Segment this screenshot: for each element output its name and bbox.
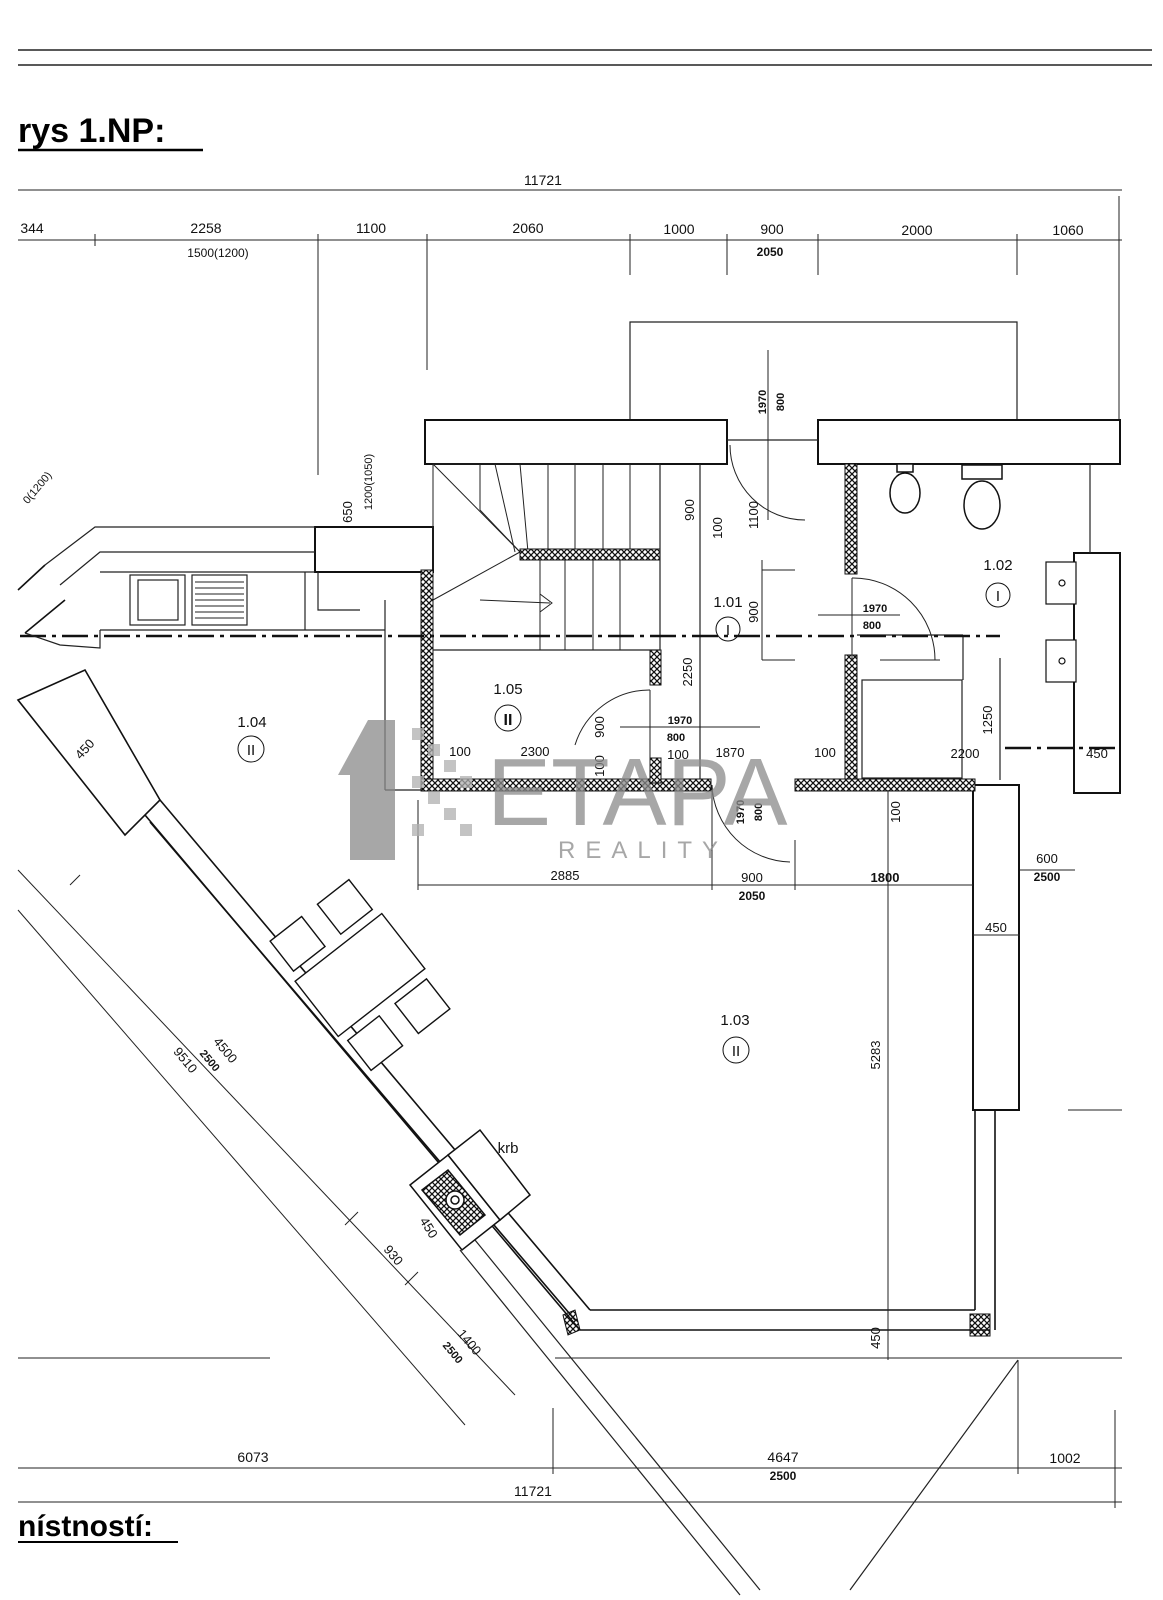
top-dim-8: 1060 (1052, 222, 1083, 238)
fireplace (408, 1128, 532, 1252)
bottom-total-dim: 11721 (514, 1483, 552, 1499)
page-title: rys 1.NP: (18, 112, 165, 150)
sink-grille (195, 581, 244, 619)
top-total-dim: 11721 (524, 172, 562, 188)
diagonal-dims (17, 869, 516, 1426)
door-swings (574, 350, 940, 863)
top-dim-3: 1100 (356, 220, 386, 236)
svg-text:650: 650 (340, 501, 355, 523)
svg-text:9510: 9510 (170, 1044, 200, 1076)
room-1-05: 1.05 II (493, 681, 523, 732)
room-1-01: 1.01 I (713, 594, 743, 642)
top-dim-6: 900 (760, 221, 784, 237)
svg-text:900: 900 (741, 870, 763, 885)
svg-text:900: 900 (592, 716, 607, 738)
svg-text:800: 800 (775, 393, 787, 411)
bottom-dimension-chain (18, 1360, 1122, 1508)
svg-text:1.03: 1.03 (720, 1012, 749, 1029)
svg-text:900: 900 (746, 601, 761, 623)
svg-text:900: 900 (682, 499, 697, 521)
svg-text:2200: 2200 (951, 746, 980, 761)
svg-text:0(1200): 0(1200) (21, 470, 55, 507)
bottom-diagonal-edge (459, 1239, 1019, 1596)
bottom-dim-1: 6073 (237, 1449, 268, 1465)
top-dim-5: 1000 (663, 221, 694, 237)
dimension-labels: 650 1200(1050) 0(1200) 1970 800 1970 800… (21, 390, 1108, 1367)
room-1-02: 1.02 I (983, 557, 1013, 608)
svg-text:1970: 1970 (668, 715, 692, 727)
svg-text:100: 100 (814, 745, 836, 760)
svg-text:2885: 2885 (551, 868, 580, 883)
svg-text:800: 800 (753, 803, 765, 821)
footer-heading: nístností: (18, 1510, 153, 1543)
svg-text:600: 600 (1036, 851, 1058, 866)
svg-text:2500: 2500 (440, 1340, 465, 1366)
top-dim-7: 2000 (901, 222, 932, 238)
svg-text:450: 450 (985, 920, 1007, 935)
svg-text:100: 100 (449, 744, 471, 759)
svg-text:2250: 2250 (680, 658, 695, 687)
svg-text:1200(1050): 1200(1050) (363, 454, 375, 510)
svg-text:1870: 1870 (716, 745, 745, 760)
svg-text:I: I (726, 622, 730, 639)
svg-text:II: II (732, 1043, 740, 1060)
room-1-04: 1.04 II (237, 714, 267, 763)
exterior-walls (314, 419, 1121, 1111)
bottom-sub-dim: 2500 (770, 1469, 797, 1483)
svg-text:2300: 2300 (521, 744, 550, 759)
svg-text:1.04: 1.04 (237, 714, 266, 731)
svg-text:1250: 1250 (980, 706, 995, 735)
inner-dims (18, 790, 1122, 1360)
watermark-brand: ETAPA (487, 739, 788, 846)
svg-text:II: II (247, 742, 255, 759)
top-sub-dim-left: 1500(1200) (187, 246, 248, 260)
dining-table (269, 878, 451, 1072)
watermark-logo: ETAPA REALITY (338, 720, 788, 864)
toilet-1 (889, 463, 921, 514)
watermark-sub: REALITY (558, 837, 728, 864)
section-line (20, 634, 1120, 750)
toilet-2 (961, 464, 1003, 530)
fireplace-label: krb (498, 1140, 519, 1157)
svg-text:5283: 5283 (868, 1041, 883, 1070)
svg-text:1970: 1970 (757, 390, 769, 414)
top-dim-1: 344 (20, 220, 44, 236)
sink-1 (1045, 561, 1077, 605)
top-dimension-chain (18, 189, 1122, 475)
svg-text:1.05: 1.05 (493, 681, 522, 698)
svg-text:450: 450 (868, 1327, 883, 1349)
top-dim-4: 2060 (512, 220, 543, 236)
top-dim-2: 2258 (190, 220, 221, 236)
svg-text:1800: 1800 (871, 870, 900, 885)
svg-text:100: 100 (888, 801, 903, 823)
svg-text:1970: 1970 (735, 800, 747, 824)
svg-text:1.02: 1.02 (983, 557, 1012, 574)
svg-text:I: I (996, 588, 1000, 605)
svg-text:100: 100 (710, 517, 725, 539)
svg-text:2500: 2500 (1034, 870, 1061, 884)
svg-text:450: 450 (1086, 746, 1108, 761)
svg-text:2050: 2050 (739, 889, 766, 903)
porch-outline (629, 321, 1018, 420)
svg-text:800: 800 (667, 732, 685, 744)
svg-text:100: 100 (592, 755, 607, 777)
svg-text:1.01: 1.01 (713, 594, 742, 611)
room-1-03: 1.03 II (720, 1012, 750, 1064)
svg-text:930: 930 (381, 1242, 406, 1268)
sink-2 (1045, 639, 1077, 683)
top-sub-dim-mid: 2050 (757, 245, 784, 259)
svg-text:II: II (504, 712, 513, 729)
bottom-dim-2: 4647 (767, 1449, 798, 1465)
svg-text:800: 800 (863, 620, 881, 632)
svg-text:1100: 1100 (746, 501, 761, 529)
stair-core-wall (519, 548, 661, 561)
bottom-dim-3: 1002 (1049, 1450, 1080, 1466)
svg-text:1970: 1970 (863, 603, 887, 615)
svg-text:100: 100 (667, 747, 689, 762)
header-rules (18, 49, 1152, 66)
